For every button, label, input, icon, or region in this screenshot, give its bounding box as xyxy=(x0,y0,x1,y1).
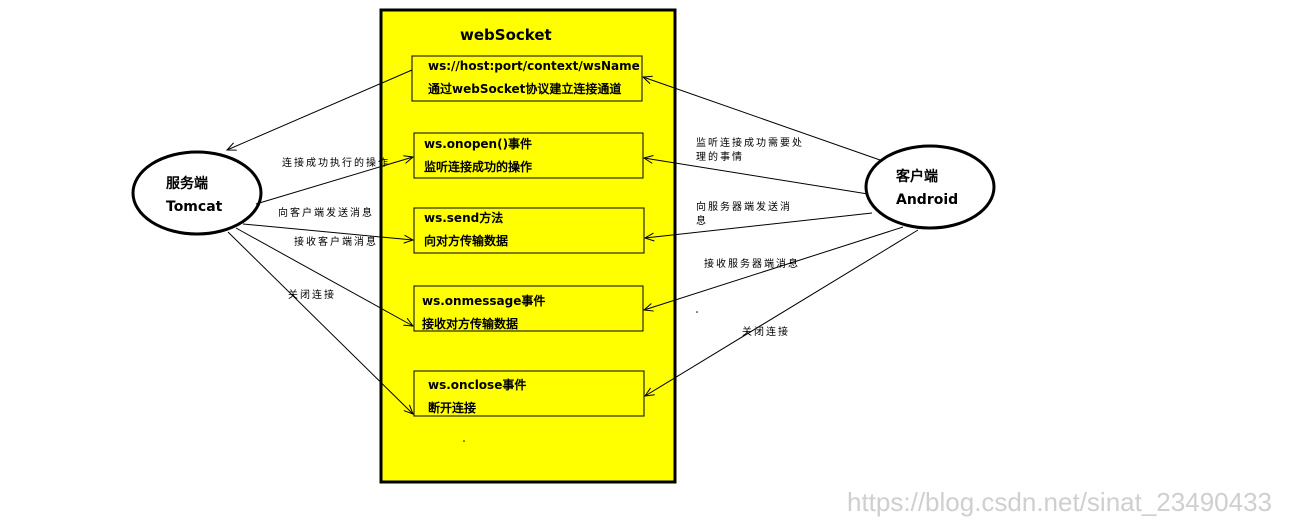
server-label-line1: 服务端 xyxy=(166,175,208,192)
arrow-server-send xyxy=(242,223,413,240)
client-node xyxy=(864,144,996,230)
label-right-close: 关闭连接 xyxy=(742,325,790,338)
arrow-server-onopen xyxy=(255,157,413,205)
ws-onmessage-box-line2: 接收对方传输数据 xyxy=(422,316,518,331)
ws-onopen-box xyxy=(413,132,644,179)
ws-url-box xyxy=(411,55,643,102)
label-right-open-line1: 监听连接成功需要处 xyxy=(696,136,804,149)
ws-send-box-line1: ws.send方法 xyxy=(424,210,503,225)
label-right-receive: 接收服务器端消息 xyxy=(704,257,800,270)
arrow-client-onmessage xyxy=(644,226,904,310)
websocket-title: webSocket xyxy=(460,26,552,44)
watermark-text: https://blog.csdn.net/sinat_23490433 xyxy=(847,487,1272,517)
label-left-close: 关闭连接 xyxy=(288,288,336,301)
arrow-client-handshake xyxy=(643,77,881,161)
label-right-send-line2: 息 xyxy=(696,214,708,227)
ws-onclose-box-line2: 断开连接 xyxy=(428,400,476,415)
ws-send-box-line2: 向对方传输数据 xyxy=(424,233,508,248)
stray-dot xyxy=(696,311,698,313)
label-left-send: 向客户端发送消息 xyxy=(278,206,374,219)
ws-onopen-box-line1: ws.onopen()事件 xyxy=(424,136,532,151)
label-right-send-line1: 向服务器端发送消 xyxy=(696,200,792,213)
server-label-line2: Tomcat xyxy=(166,199,223,215)
label-left-open: 连接成功执行的操作 xyxy=(282,156,390,169)
arrow-client-send xyxy=(645,212,873,238)
label-right-open-line2: 理的事情 xyxy=(696,150,744,163)
stray-dot xyxy=(463,440,465,442)
server-node xyxy=(131,150,263,236)
arrow-client-onclose xyxy=(645,229,919,396)
arrow-server-onmessage xyxy=(235,227,413,326)
label-left-receive: 接收客户端消息 xyxy=(294,235,378,248)
arrow-handshake-to-server xyxy=(227,69,413,150)
ws-onopen-box-line2: 监听连接成功的操作 xyxy=(424,159,532,174)
ws-onclose-box xyxy=(413,370,645,417)
ws-onmessage-box xyxy=(413,285,644,332)
arrow-client-onopen xyxy=(644,158,869,195)
ws-send-box xyxy=(413,207,645,254)
client-label-line2: Android xyxy=(896,192,958,208)
ws-url-box-line1: ws://host:port/context/wsName xyxy=(428,59,640,73)
ws-url-box-line2: 通过webSocket协议建立连接通道 xyxy=(428,81,621,96)
client-label-line1: 客户端 xyxy=(895,168,938,185)
arrow-server-onclose xyxy=(227,231,413,414)
ws-onmessage-box-line1: ws.onmessage事件 xyxy=(422,293,545,308)
ws-onclose-box-line1: ws.onclose事件 xyxy=(428,377,526,392)
